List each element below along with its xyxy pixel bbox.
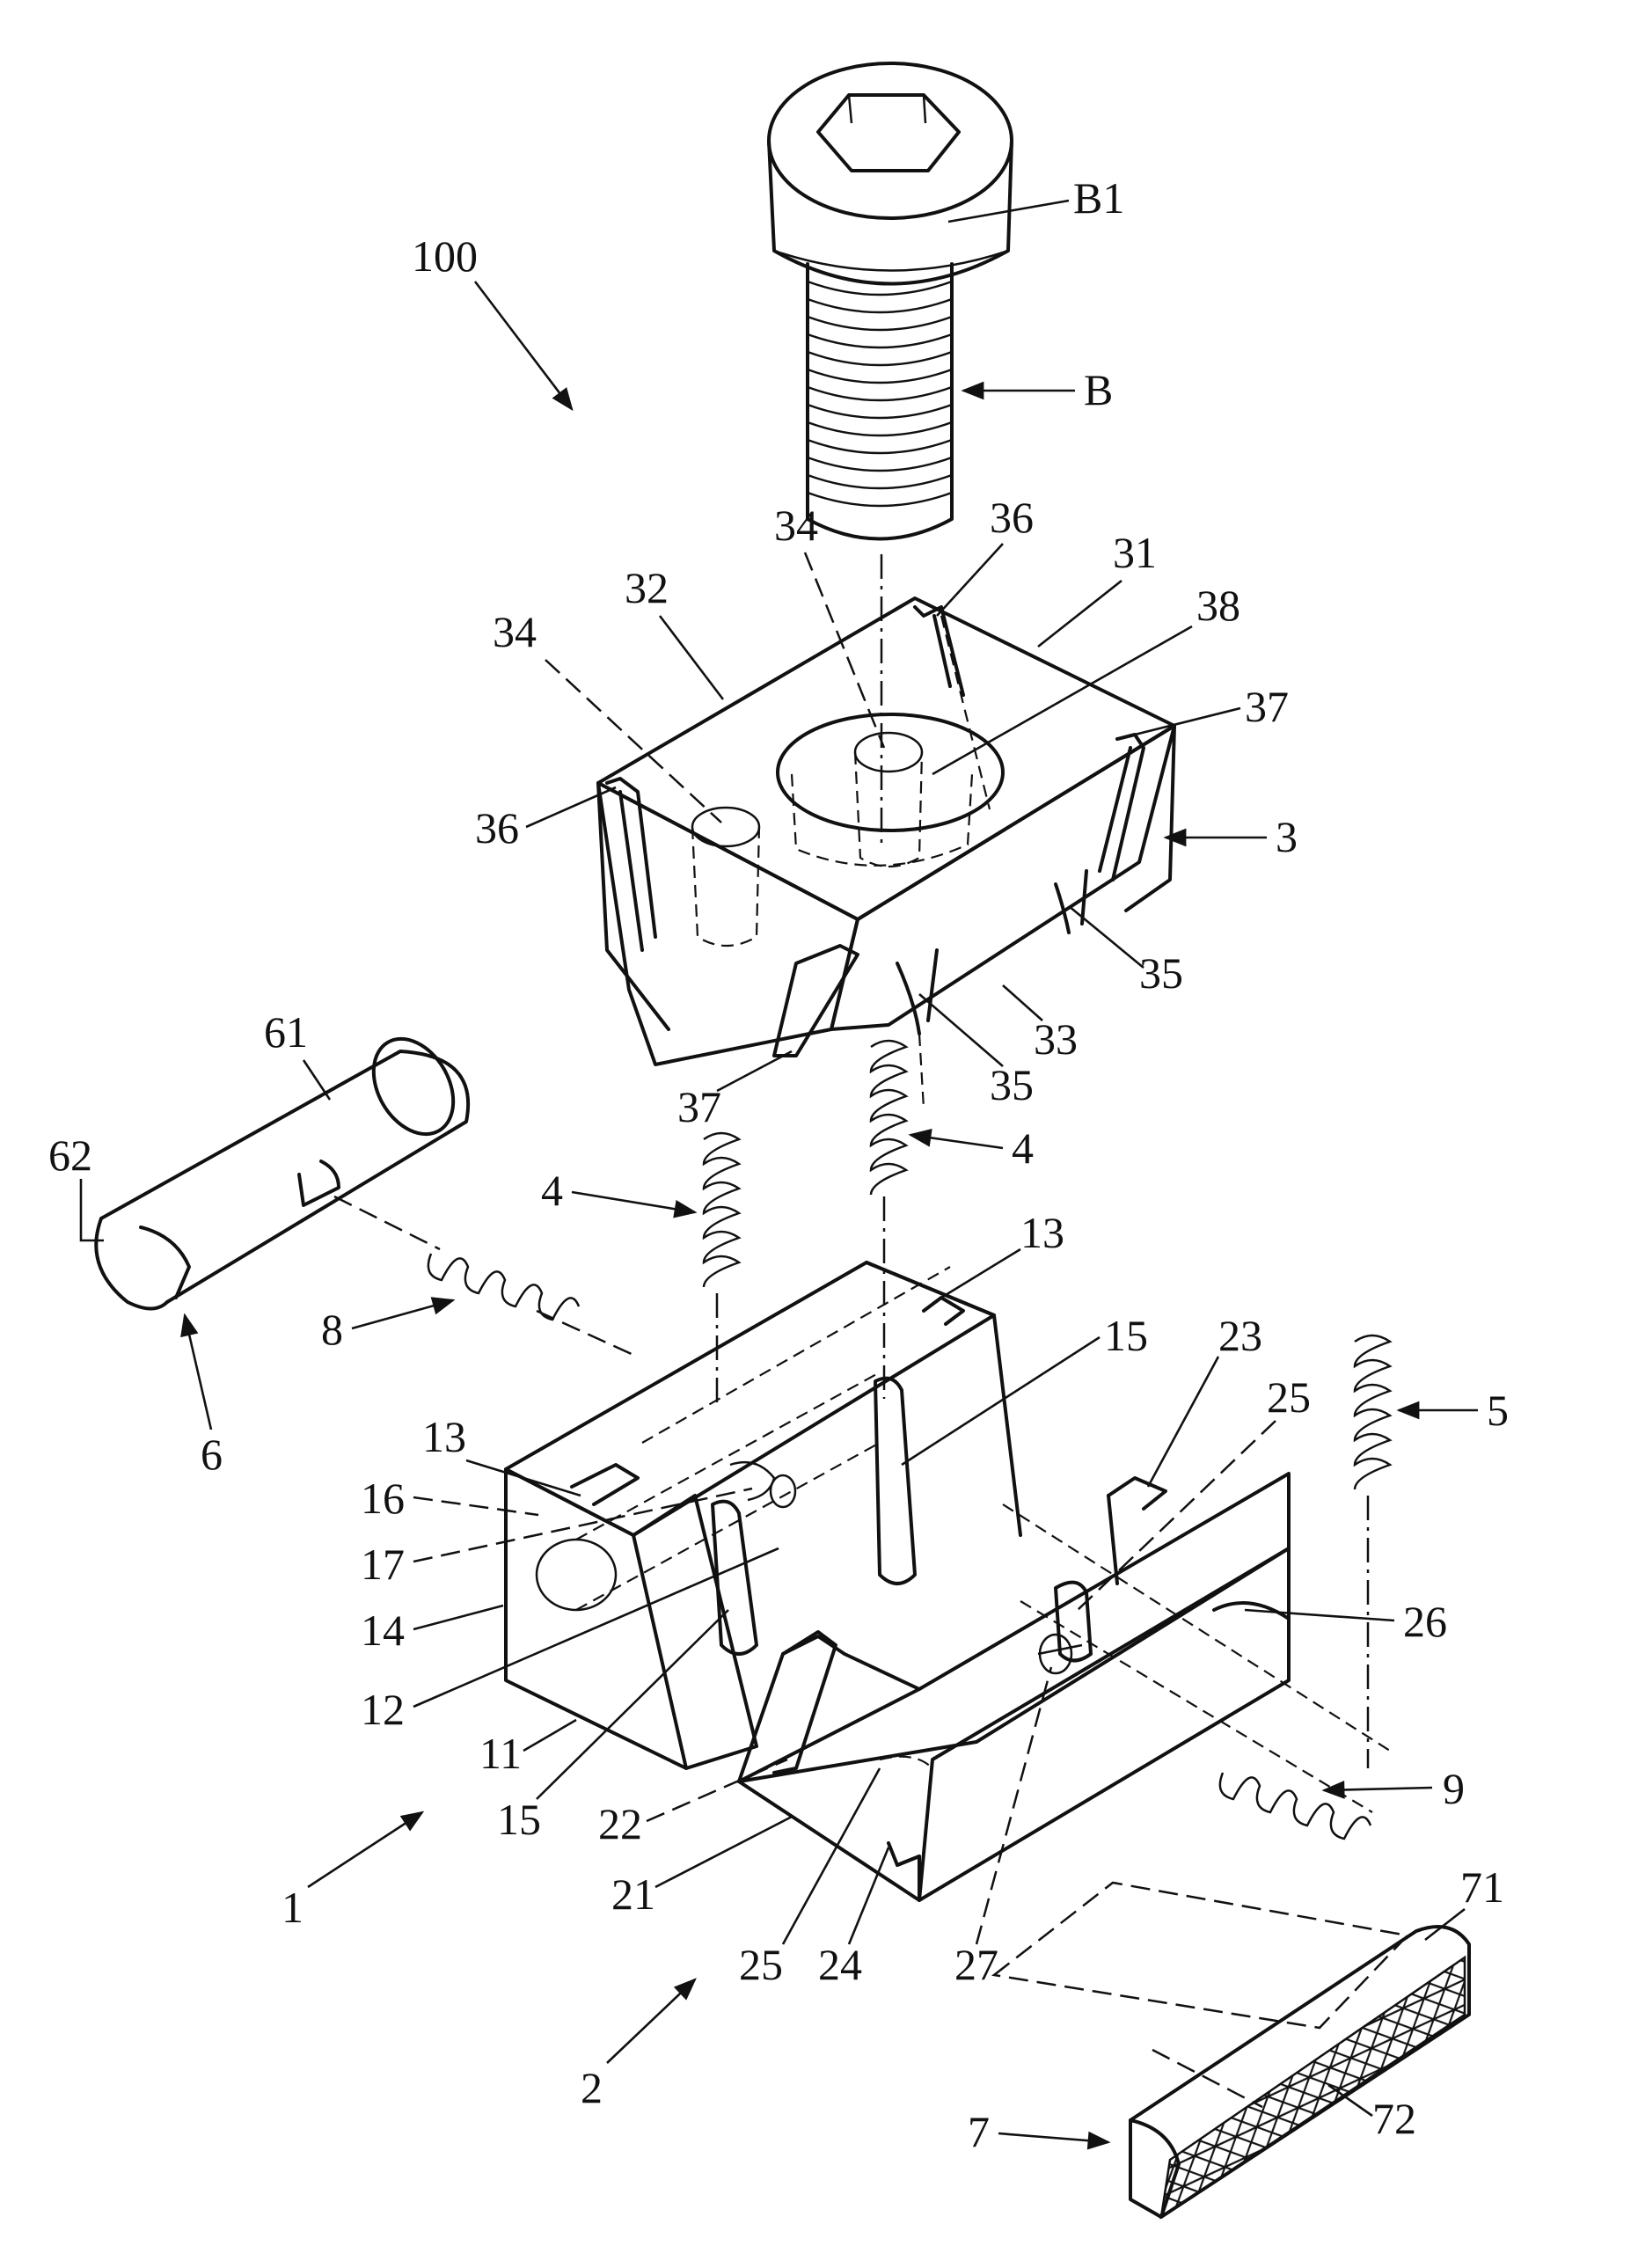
label-62: 62	[48, 1130, 92, 1180]
label-2: 2	[581, 2063, 603, 2112]
label-16: 16	[361, 1474, 405, 1523]
label-25-upper: 25	[1267, 1372, 1311, 1422]
top-block	[598, 598, 1174, 1108]
label-15-lower: 15	[497, 1795, 541, 1844]
label-1: 1	[282, 1883, 303, 1932]
label-27: 27	[954, 1940, 998, 1989]
label-9: 9	[1443, 1764, 1465, 1813]
label-17: 17	[361, 1540, 405, 1589]
label-11: 11	[479, 1729, 522, 1778]
base-block-2	[739, 1474, 1390, 1900]
label-37-right: 37	[1245, 682, 1289, 731]
label-36-left: 36	[475, 803, 519, 852]
spring-right	[1355, 1335, 1390, 1768]
label-31: 31	[1113, 528, 1157, 577]
label-12: 12	[361, 1685, 405, 1734]
jaw	[1130, 1927, 1469, 2217]
label-34-center: 34	[774, 501, 818, 550]
label-32: 32	[625, 563, 669, 612]
label-61: 61	[264, 1007, 308, 1057]
label-24: 24	[818, 1940, 862, 1989]
label-4-left: 4	[541, 1166, 563, 1215]
label-7: 7	[968, 2107, 990, 2156]
label-22: 22	[598, 1799, 642, 1848]
bolt-head	[769, 63, 1012, 284]
pin-spring	[428, 1254, 633, 1355]
label-6: 6	[201, 1430, 223, 1479]
hole-16	[537, 1540, 616, 1610]
label-4-center: 4	[1012, 1123, 1034, 1173]
label-13-lower: 13	[422, 1412, 466, 1461]
label-34-left: 34	[493, 607, 537, 656]
label-72: 72	[1372, 2094, 1416, 2143]
bolt-thread	[808, 264, 952, 539]
label-33: 33	[1034, 1014, 1078, 1064]
label-b1: B1	[1073, 173, 1124, 223]
spring-left	[704, 1133, 739, 1408]
label-15-upper: 15	[1104, 1311, 1148, 1360]
label-b: B	[1084, 365, 1113, 414]
label-100: 100	[412, 231, 478, 281]
label-3: 3	[1276, 812, 1298, 861]
label-14: 14	[361, 1606, 405, 1655]
label-26: 26	[1403, 1597, 1447, 1646]
bolt	[769, 63, 1012, 845]
jaw-knurl	[1161, 1957, 1465, 2217]
label-37-left: 37	[677, 1082, 721, 1131]
pin	[96, 1025, 469, 1309]
callouts: 100 B1 B 34 36 31 32 38 34 37 36 3	[48, 173, 1509, 2156]
top-holes	[692, 733, 922, 946]
label-21: 21	[611, 1869, 655, 1919]
label-35-center: 35	[990, 1060, 1034, 1109]
label-71: 71	[1460, 1862, 1504, 1912]
jaw-seat-outline	[994, 1883, 1408, 2028]
spring-center	[871, 1041, 906, 1399]
label-13-upper: 13	[1020, 1208, 1064, 1257]
label-36-right: 36	[990, 493, 1034, 542]
base-block-1	[506, 1262, 1020, 1768]
label-23: 23	[1218, 1311, 1262, 1360]
label-5: 5	[1487, 1386, 1509, 1435]
label-35-right: 35	[1139, 948, 1183, 998]
label-38: 38	[1196, 581, 1240, 630]
label-8: 8	[321, 1305, 343, 1354]
lower-spring	[1220, 1773, 1371, 1839]
label-25-lower: 25	[739, 1940, 783, 1989]
